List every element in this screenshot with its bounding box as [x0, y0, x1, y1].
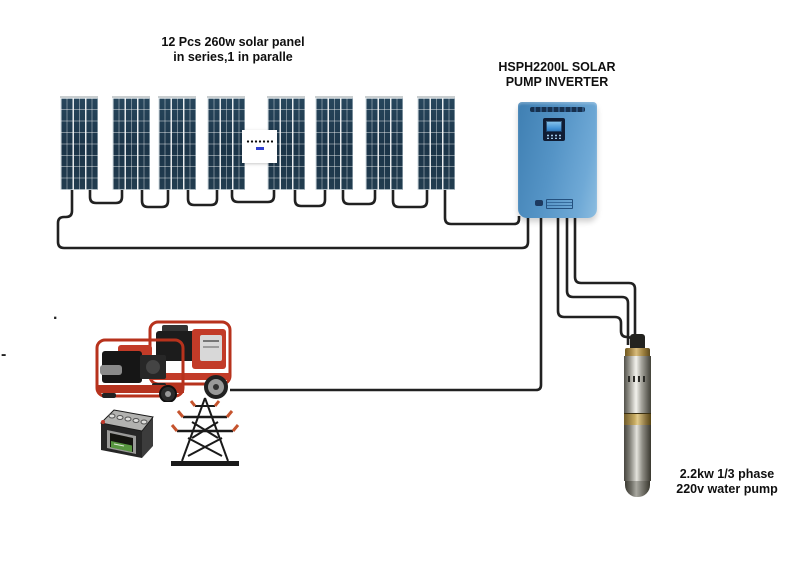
pv-positive-wire [443, 186, 521, 226]
solar-panel-3 [158, 96, 196, 190]
water-pump-label: 2.2kw 1/3 phase 220v water pump [622, 467, 800, 497]
panel-connector-wire [391, 186, 429, 209]
inverter-label: HSPH2200L SOLAR PUMP INVERTER [452, 60, 662, 90]
panel-connector-wire [140, 186, 170, 209]
pump-top-cap [625, 348, 650, 356]
back-generator [148, 320, 232, 399]
inverter-logo [535, 199, 573, 209]
battery [99, 409, 154, 458]
solar-panel-2 [112, 96, 150, 190]
pump-phase-wire-2 [565, 215, 630, 345]
inverter-brand-strip [530, 107, 585, 112]
solar-pump-inverter [518, 102, 597, 218]
inverter-label-line1: HSPH2200L SOLAR [498, 60, 616, 74]
solar-panel-1 [60, 96, 98, 190]
panel-connector-wire [293, 186, 327, 208]
pv-negative-wire [56, 186, 530, 250]
inverter-screen [546, 121, 562, 132]
pump-intake-slots [628, 376, 647, 382]
solar-panel-4 [207, 96, 245, 190]
panel-connector-wire [88, 186, 124, 205]
solar-panel-8 [417, 96, 455, 190]
stray-dot-mark: . [53, 306, 58, 323]
stray-dash-mark: - [1, 346, 7, 363]
battery-terminals-icon [101, 413, 148, 425]
solar-panel-6 [315, 96, 353, 190]
generator-wire [230, 215, 543, 392]
solar-array-label: 12 Pcs 260w solar panel in series,1 in p… [128, 35, 338, 65]
front-generator [95, 338, 185, 402]
pump-phase-wire-1 [573, 215, 637, 345]
submersible-water-pump [624, 334, 651, 497]
solar-panel-7 [365, 96, 403, 190]
panel-connector-wire [341, 186, 377, 206]
panel-connector-wire [186, 186, 219, 207]
generator-set [95, 320, 232, 402]
panel-connector-wire [230, 186, 276, 204]
insulator-tips-icon [170, 400, 240, 432]
inverter-label-line2: PUMP INVERTER [505, 75, 609, 89]
tower-base [171, 461, 239, 466]
pump-upper-body [624, 356, 651, 413]
combiner-terminals-icon [246, 140, 273, 143]
pump-motor-body [624, 425, 651, 481]
water-pump-label-line2: 220v water pump [676, 482, 778, 496]
inverter-buttons [546, 134, 562, 139]
pump-bottom-cap [625, 481, 650, 497]
water-pump-label-line1: 2.2kw 1/3 phase [679, 467, 775, 481]
power-tower [170, 397, 240, 466]
battery-label [111, 441, 132, 452]
combiner-indicator-icon [255, 147, 264, 150]
combiner-box [242, 130, 277, 163]
solar-panel-5 [267, 96, 305, 190]
pump-cable-gland [630, 334, 645, 350]
solar-array-label-line2: in series,1 in paralle [173, 50, 293, 64]
solar-array-label-line1: 12 Pcs 260w solar panel [161, 35, 305, 49]
pump-phase-wire-3 [556, 215, 634, 345]
inverter-display [543, 118, 565, 141]
